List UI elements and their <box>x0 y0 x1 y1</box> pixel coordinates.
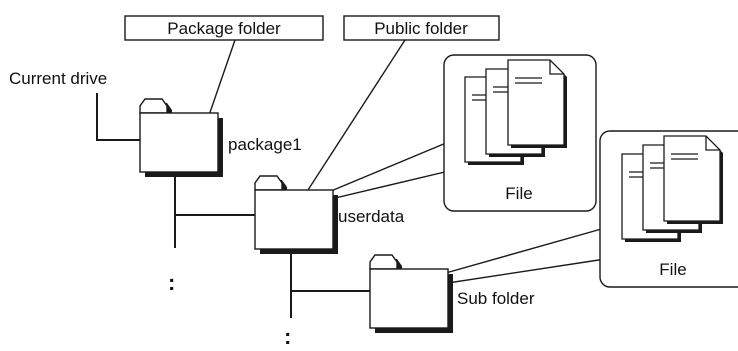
document-icon <box>663 135 724 225</box>
sub-folder: Sub folder <box>369 254 535 334</box>
file-label-bottom: File <box>659 260 686 279</box>
userdata-folder: userdata <box>254 175 405 255</box>
file-group-bottom: File <box>599 130 738 288</box>
sub-folder-label: Sub folder <box>457 289 535 308</box>
ellipsis-left: : <box>168 270 175 295</box>
package1-label: package1 <box>228 135 302 154</box>
package-folder-callout: Package folder <box>124 15 324 41</box>
folder-icon <box>254 175 339 255</box>
current-drive-label: Current drive <box>9 69 107 88</box>
document-icon <box>507 59 568 149</box>
tree-lines <box>96 93 370 318</box>
folder-icon <box>369 254 454 334</box>
public-folder-label: Public folder <box>374 19 468 38</box>
package-folder-label: Package folder <box>167 19 281 38</box>
ellipsis-bottom: : <box>284 324 291 349</box>
public-folder-callout: Public folder <box>343 15 500 41</box>
package1-folder: package1 <box>139 98 302 178</box>
file-label-top: File <box>505 184 532 203</box>
file-group-top: File <box>443 54 597 212</box>
userdata-label: userdata <box>338 207 405 226</box>
